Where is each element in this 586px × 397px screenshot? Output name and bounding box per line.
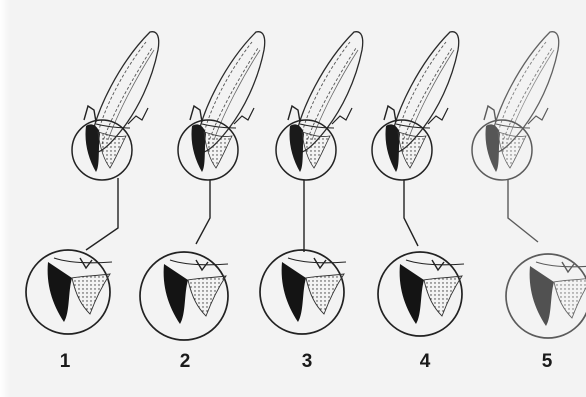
- connector-line-4: [404, 180, 418, 246]
- connector-line-2: [196, 180, 210, 244]
- panel-label-4: 4: [410, 352, 440, 371]
- panel-1: [26, 32, 159, 334]
- tooth-illustration-4: [384, 32, 459, 172]
- connector-line-1: [86, 178, 118, 250]
- tooth-illustration-3: [288, 32, 363, 172]
- tooth-illustration-1: [84, 32, 159, 172]
- connector-line-5: [508, 180, 538, 242]
- panel-3: [260, 32, 363, 334]
- panel-label-2: 2: [170, 352, 200, 371]
- panel-4: [372, 32, 464, 336]
- tooth-illustration-5: [484, 32, 559, 172]
- panel-2: [140, 32, 265, 340]
- panel-label-3: 3: [292, 352, 322, 371]
- panel-label-1: 1: [50, 352, 80, 371]
- detail-illustration-5: [530, 262, 586, 326]
- panel-label-5: 5: [532, 352, 562, 371]
- panel-5: [472, 32, 586, 338]
- tooth-illustration-2: [190, 32, 265, 172]
